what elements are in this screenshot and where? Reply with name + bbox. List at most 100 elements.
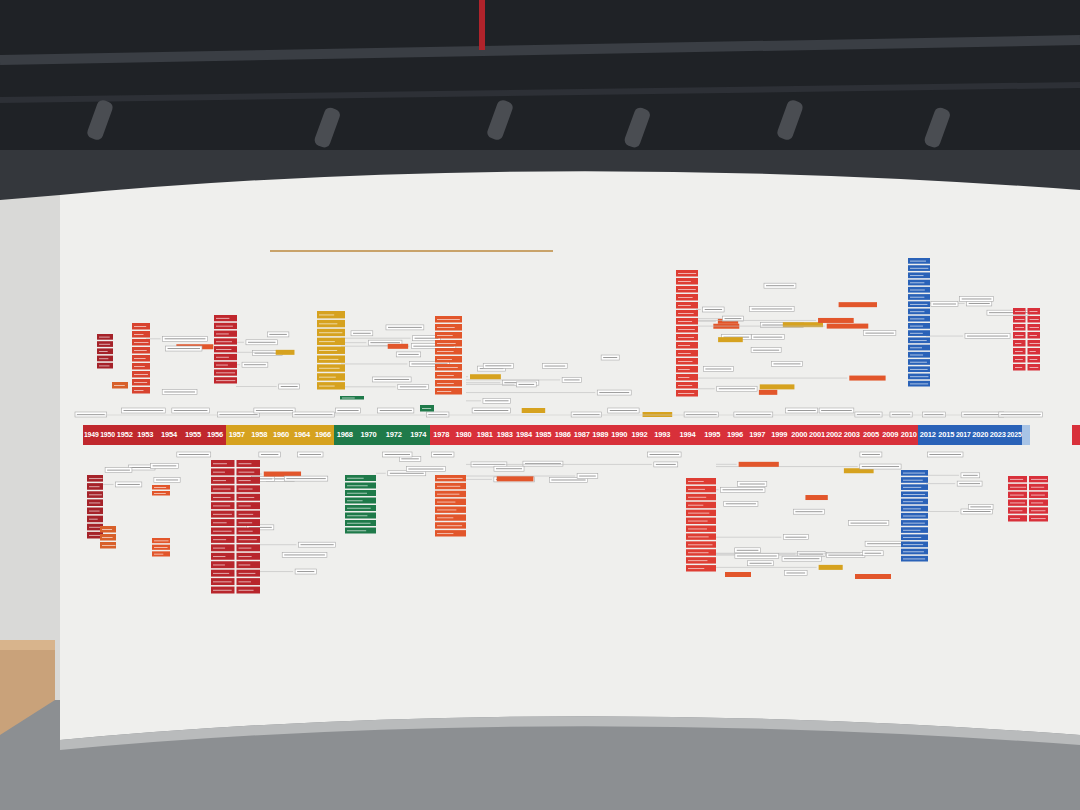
- note-text-line: [248, 342, 276, 343]
- leader-line: [236, 352, 274, 353]
- spot-light: [623, 106, 652, 149]
- card-text-line: [347, 508, 371, 509]
- year-label: 2025: [1007, 432, 1022, 439]
- card-text-line: [678, 337, 694, 338]
- entry-card: [908, 272, 930, 278]
- entry-card: [435, 388, 462, 395]
- entry-card: [211, 477, 235, 484]
- note-card: [494, 466, 524, 471]
- note-text-line: [388, 327, 422, 328]
- year-cell: 1983: [495, 425, 515, 445]
- note-card: [890, 412, 912, 417]
- card-text-line: [910, 261, 926, 262]
- note-text-line: [970, 506, 991, 507]
- card-text-line: [319, 359, 338, 360]
- ceiling-track: [0, 85, 1080, 100]
- entry-card: [686, 502, 716, 508]
- note-card: [827, 324, 869, 329]
- note-text-line: [788, 410, 816, 411]
- entry-card: [132, 339, 150, 346]
- spot-light: [923, 106, 952, 149]
- card-text-line: [903, 558, 925, 559]
- card-text-line: [1030, 311, 1038, 312]
- note-card: [863, 551, 884, 556]
- note-card: [562, 377, 581, 382]
- entry-card: [901, 484, 928, 490]
- card-text-line: [678, 385, 692, 386]
- entry-card: [686, 533, 716, 539]
- note-card: [684, 412, 719, 417]
- entry-card: [676, 358, 698, 365]
- card-text-line: [903, 487, 921, 488]
- note-card: [282, 552, 327, 557]
- entry-card: [901, 477, 928, 483]
- card-text-line: [99, 337, 110, 338]
- note-card: [721, 487, 765, 492]
- entry-card: [686, 510, 716, 516]
- card-text-line: [688, 505, 703, 506]
- card-text-line: [319, 377, 336, 378]
- note-card: [759, 390, 777, 395]
- card-text-line: [1031, 510, 1045, 511]
- note-card: [725, 572, 751, 577]
- note-card: [819, 408, 854, 413]
- entry-card: [87, 499, 103, 506]
- entry-card: [237, 536, 261, 543]
- note-card: [522, 408, 545, 413]
- entry-card: [211, 570, 235, 577]
- card-text-line: [678, 289, 696, 290]
- card-text-line: [319, 323, 337, 324]
- note-card: [922, 412, 945, 417]
- card-text-line: [1015, 335, 1024, 336]
- note-text-line: [374, 379, 409, 380]
- year-cell: 2002: [826, 425, 843, 445]
- entry-card: [237, 519, 261, 526]
- note-card: [961, 509, 993, 514]
- card-text-line: [437, 319, 460, 320]
- note-card: [335, 408, 360, 413]
- entry-card: [1008, 476, 1027, 482]
- note-card: [542, 364, 567, 369]
- note-card: [246, 340, 278, 345]
- note-card: [750, 306, 795, 311]
- card-text-line: [347, 478, 364, 479]
- note-card: [751, 335, 784, 340]
- entry-card: [1028, 348, 1041, 355]
- note-card: [293, 412, 335, 417]
- entry-card: [435, 507, 466, 513]
- card-text-line: [910, 383, 928, 384]
- note-card: [927, 452, 963, 457]
- note-text-line: [719, 388, 755, 389]
- entry-card: [1008, 500, 1027, 506]
- card-text-line: [437, 351, 454, 352]
- card-text-line: [1015, 367, 1022, 368]
- note-card: [122, 408, 166, 413]
- entry-card: [237, 468, 261, 475]
- note-card: [786, 408, 818, 413]
- note-card: [154, 477, 180, 482]
- card-text-line: [910, 275, 924, 276]
- card-text-line: [437, 525, 462, 526]
- card-text-line: [99, 351, 108, 352]
- card-text-line: [134, 342, 149, 343]
- note-card: [648, 452, 682, 457]
- entry-card: [435, 380, 462, 387]
- note-text-line: [963, 511, 991, 512]
- note-text-line: [297, 571, 314, 572]
- entry-card: [152, 545, 170, 550]
- note-card: [264, 472, 301, 477]
- leader-line: [696, 388, 715, 389]
- note-card: [819, 565, 843, 570]
- card-text-line: [688, 568, 704, 569]
- note-card: [601, 355, 619, 360]
- leader-line: [696, 318, 721, 319]
- note-card: [751, 348, 781, 353]
- card-text-line: [213, 564, 225, 565]
- card-text-line: [910, 333, 923, 334]
- year-cell: 2010: [900, 425, 919, 445]
- year-cell: 1984: [515, 425, 534, 445]
- card-text-line: [319, 386, 335, 387]
- note-card: [724, 501, 758, 506]
- card-text-line: [89, 494, 102, 495]
- year-label: 1955: [185, 431, 201, 439]
